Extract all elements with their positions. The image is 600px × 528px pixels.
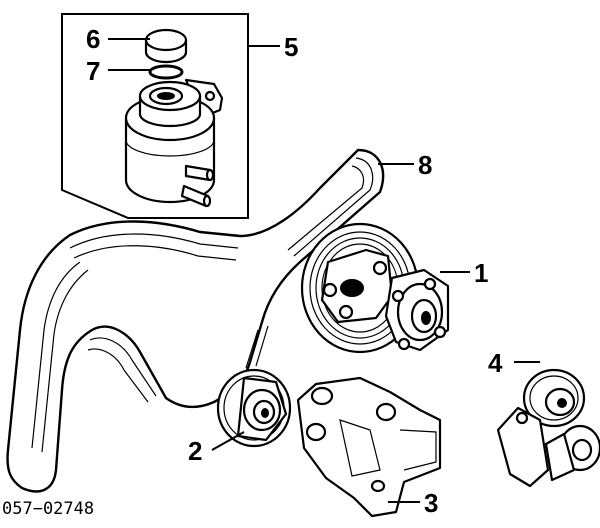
callout-reservoir-seal: 7 bbox=[86, 56, 100, 86]
reservoir-nipples bbox=[180, 164, 215, 208]
callout-drive-belt: 8 bbox=[418, 150, 432, 180]
callout-idler-pulley: 2 bbox=[188, 436, 202, 466]
idler-bracket bbox=[296, 376, 442, 518]
reservoir-cap bbox=[144, 28, 188, 64]
belt-tensioner bbox=[496, 368, 600, 488]
water-pump bbox=[300, 222, 450, 354]
callout-reservoir-cap: 6 bbox=[86, 24, 100, 54]
callout-reservoir-assembly: 5 bbox=[284, 32, 298, 62]
leader-lines bbox=[108, 38, 540, 503]
callout-belt-tensioner: 4 bbox=[488, 348, 503, 378]
reservoir-body bbox=[124, 80, 216, 204]
diagram-part-number: 057−02748 bbox=[2, 499, 94, 519]
reservoir-inset bbox=[61, 13, 249, 219]
callout-idler-bracket: 3 bbox=[424, 488, 438, 518]
idler-pulley bbox=[216, 368, 292, 448]
reservoir-seal bbox=[148, 64, 184, 80]
drive-belt bbox=[6, 148, 385, 493]
callout-water-pump: 1 bbox=[474, 258, 488, 288]
